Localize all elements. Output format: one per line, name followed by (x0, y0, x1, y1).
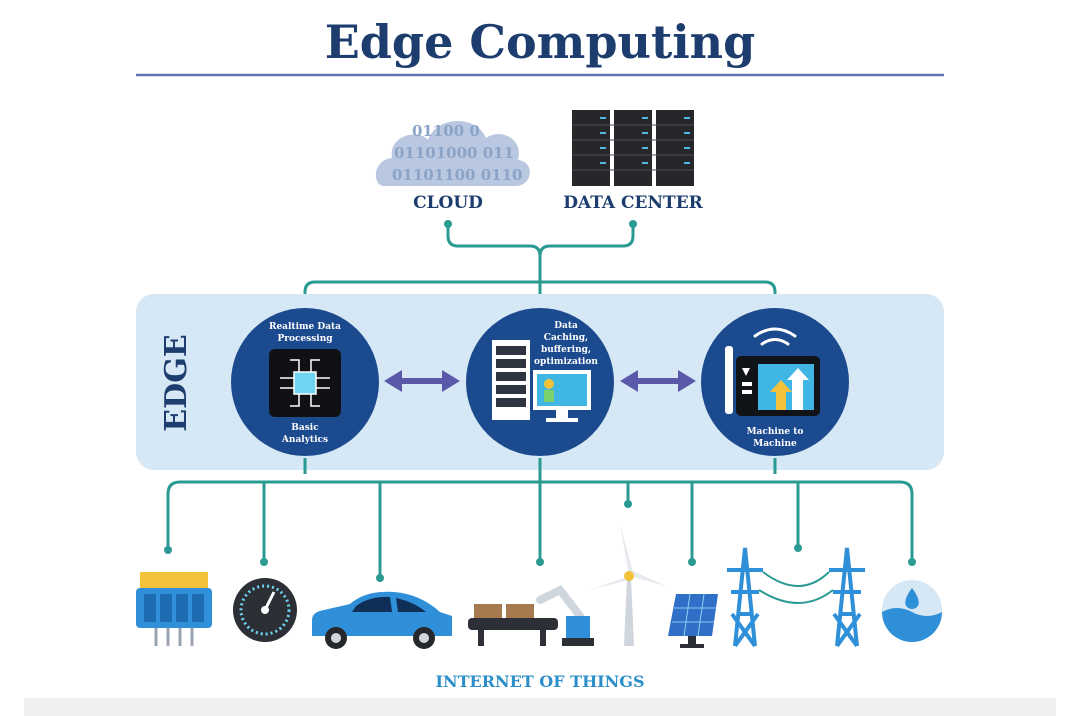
node-2-title-line-3: buffering, (541, 345, 591, 355)
connector-dots-bottom (164, 500, 916, 582)
iot-label: INTERNET OF THINGS (435, 672, 644, 691)
edge-node-realtime-processing: Realtime Data Processing Basic Analytics (231, 308, 379, 456)
node-2-title-line-1: Data (554, 321, 578, 331)
edge-node-data-caching: Data Caching, buffering, optimization (466, 308, 614, 456)
water-drop-icon (882, 580, 942, 642)
power-tower-icon (727, 547, 865, 648)
server-rack-icon (572, 110, 694, 186)
data-center-label: DATA CENTER (563, 193, 703, 213)
footer-bar (24, 698, 1056, 716)
cloud-binary-line-1: 01100 0 (412, 122, 480, 140)
edge-node-machine-to-machine: Machine to Machine (701, 308, 849, 456)
double-arrow-icon-left (384, 370, 460, 392)
node-1-title-line-2: Processing (277, 334, 333, 344)
bottom-connectors (166, 458, 914, 576)
engine-block-icon (136, 572, 212, 646)
antenna-icon (725, 346, 733, 414)
gauge-icon (233, 578, 297, 642)
solar-panel-icon (668, 593, 718, 648)
monitor-icon (533, 370, 591, 422)
node-3-bottom-line-2: Machine (753, 439, 797, 449)
assembly-line-robot-icon (468, 584, 594, 646)
cloud-label: CLOUD (413, 193, 483, 213)
wind-turbine-icon (590, 524, 666, 646)
cloud-binary-line-3: 01101100 0110 (392, 166, 522, 184)
server-tower-icon (492, 340, 530, 420)
node-2-title-line-4: optimization (534, 357, 598, 367)
page-title: Edge Computing (325, 15, 756, 69)
node-1-bottom-line-2: Analytics (281, 435, 328, 445)
top-connectors (303, 226, 777, 300)
cloud-icon: 01100 0 01101000 011 01101100 0110 (375, 120, 530, 186)
node-3-bottom-line-1: Machine to (747, 427, 804, 437)
edge-label: EDGE (159, 334, 194, 431)
tablet-icon (736, 356, 820, 416)
wifi-icon (753, 327, 797, 346)
node-2-title-line-2: Caching, (544, 333, 588, 343)
node-1-title-line-1: Realtime Data (269, 322, 341, 332)
double-arrow-icon-right (620, 370, 696, 392)
car-icon (312, 591, 452, 649)
node-1-bottom-line-1: Basic (291, 423, 319, 433)
cloud-binary-line-2: 01101000 011 (394, 144, 514, 162)
